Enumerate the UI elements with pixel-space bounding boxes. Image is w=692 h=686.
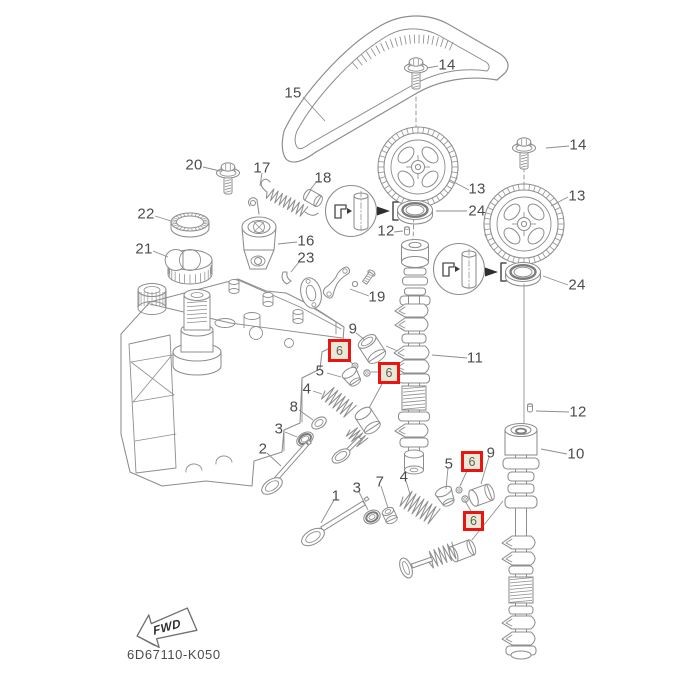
oil-seal-left: [396, 199, 434, 225]
woodruff-key-23: [281, 271, 292, 285]
adjuster-stack: [399, 238, 431, 306]
part-label-21: 21: [135, 240, 153, 258]
timing-belt: [281, 15, 509, 163]
dowel-pin-right: [527, 403, 533, 413]
part-label-9-upper: 9: [348, 320, 358, 338]
tensioner-spring-17-18: [260, 178, 323, 217]
cam-sprocket-right: [483, 183, 565, 265]
part-label-10: 10: [567, 445, 585, 463]
part-label-9-lower: 9: [486, 444, 496, 462]
fwd-arrow: [136, 607, 198, 649]
part-label-12-right: 12: [569, 403, 587, 421]
part-label-3-lower: 3: [352, 479, 362, 497]
part-label-13-left: 13: [468, 180, 486, 198]
bolt-14-right: [511, 137, 537, 170]
part-label-5-upper: 5: [315, 362, 325, 380]
part-label-23: 23: [297, 249, 315, 267]
part-label-24-left: 24: [468, 202, 486, 220]
oil-seal-right: [504, 261, 542, 287]
leader-lines: [152, 65, 570, 524]
part-label-2: 2: [258, 440, 268, 458]
cam-sprocket-left: [377, 126, 459, 208]
fitting-marks: [377, 201, 507, 282]
dowel-pin-left: [404, 226, 410, 236]
highlight-box-6-d: 6: [463, 511, 484, 531]
part-label-12-left: 12: [377, 222, 395, 240]
part-label-3-upper: 3: [274, 420, 284, 438]
camshaft-10: [501, 422, 540, 660]
part-label-14-right: 14: [569, 136, 587, 154]
highlight-box-6-b: 6: [378, 362, 400, 384]
valve-group-upper: [261, 334, 387, 495]
part-label-15: 15: [284, 84, 302, 102]
engine-block: [120, 278, 345, 487]
part-label-4-upper: 4: [302, 380, 312, 398]
locknut-22: [170, 212, 210, 238]
detail-circle-right: [432, 242, 486, 296]
part-label-13-right: 13: [568, 187, 586, 205]
highlight-box-6-c: 6: [461, 451, 483, 472]
part-label-1: 1: [331, 487, 341, 505]
part-label-24-right: 24: [568, 276, 586, 294]
part-label-16: 16: [297, 232, 315, 250]
part-label-14-left: 14: [438, 56, 456, 74]
part-label-19: 19: [368, 288, 386, 306]
highlight-box-6-a: 6: [328, 339, 351, 362]
part-label-8: 8: [289, 398, 299, 416]
tensioner-16: [241, 197, 277, 270]
drawing-code: 6D67110-K050: [127, 647, 221, 662]
camshaft-11: [393, 295, 431, 475]
part-label-18: 18: [314, 169, 332, 187]
drive-sprocket-21: [164, 249, 213, 285]
part-label-22: 22: [137, 205, 155, 223]
lever-group-19: [300, 266, 376, 309]
part-label-7: 7: [375, 473, 385, 491]
valve-group-lower: [301, 483, 495, 579]
bolt-14-left: [403, 57, 429, 90]
bolt-20: [215, 162, 241, 195]
part-label-5-lower: 5: [444, 455, 454, 473]
part-label-20: 20: [185, 156, 203, 174]
part-label-4-lower: 4: [399, 468, 409, 486]
part-label-17: 17: [253, 159, 271, 177]
part-label-11: 11: [466, 349, 484, 367]
detail-circle-left: [324, 184, 378, 238]
